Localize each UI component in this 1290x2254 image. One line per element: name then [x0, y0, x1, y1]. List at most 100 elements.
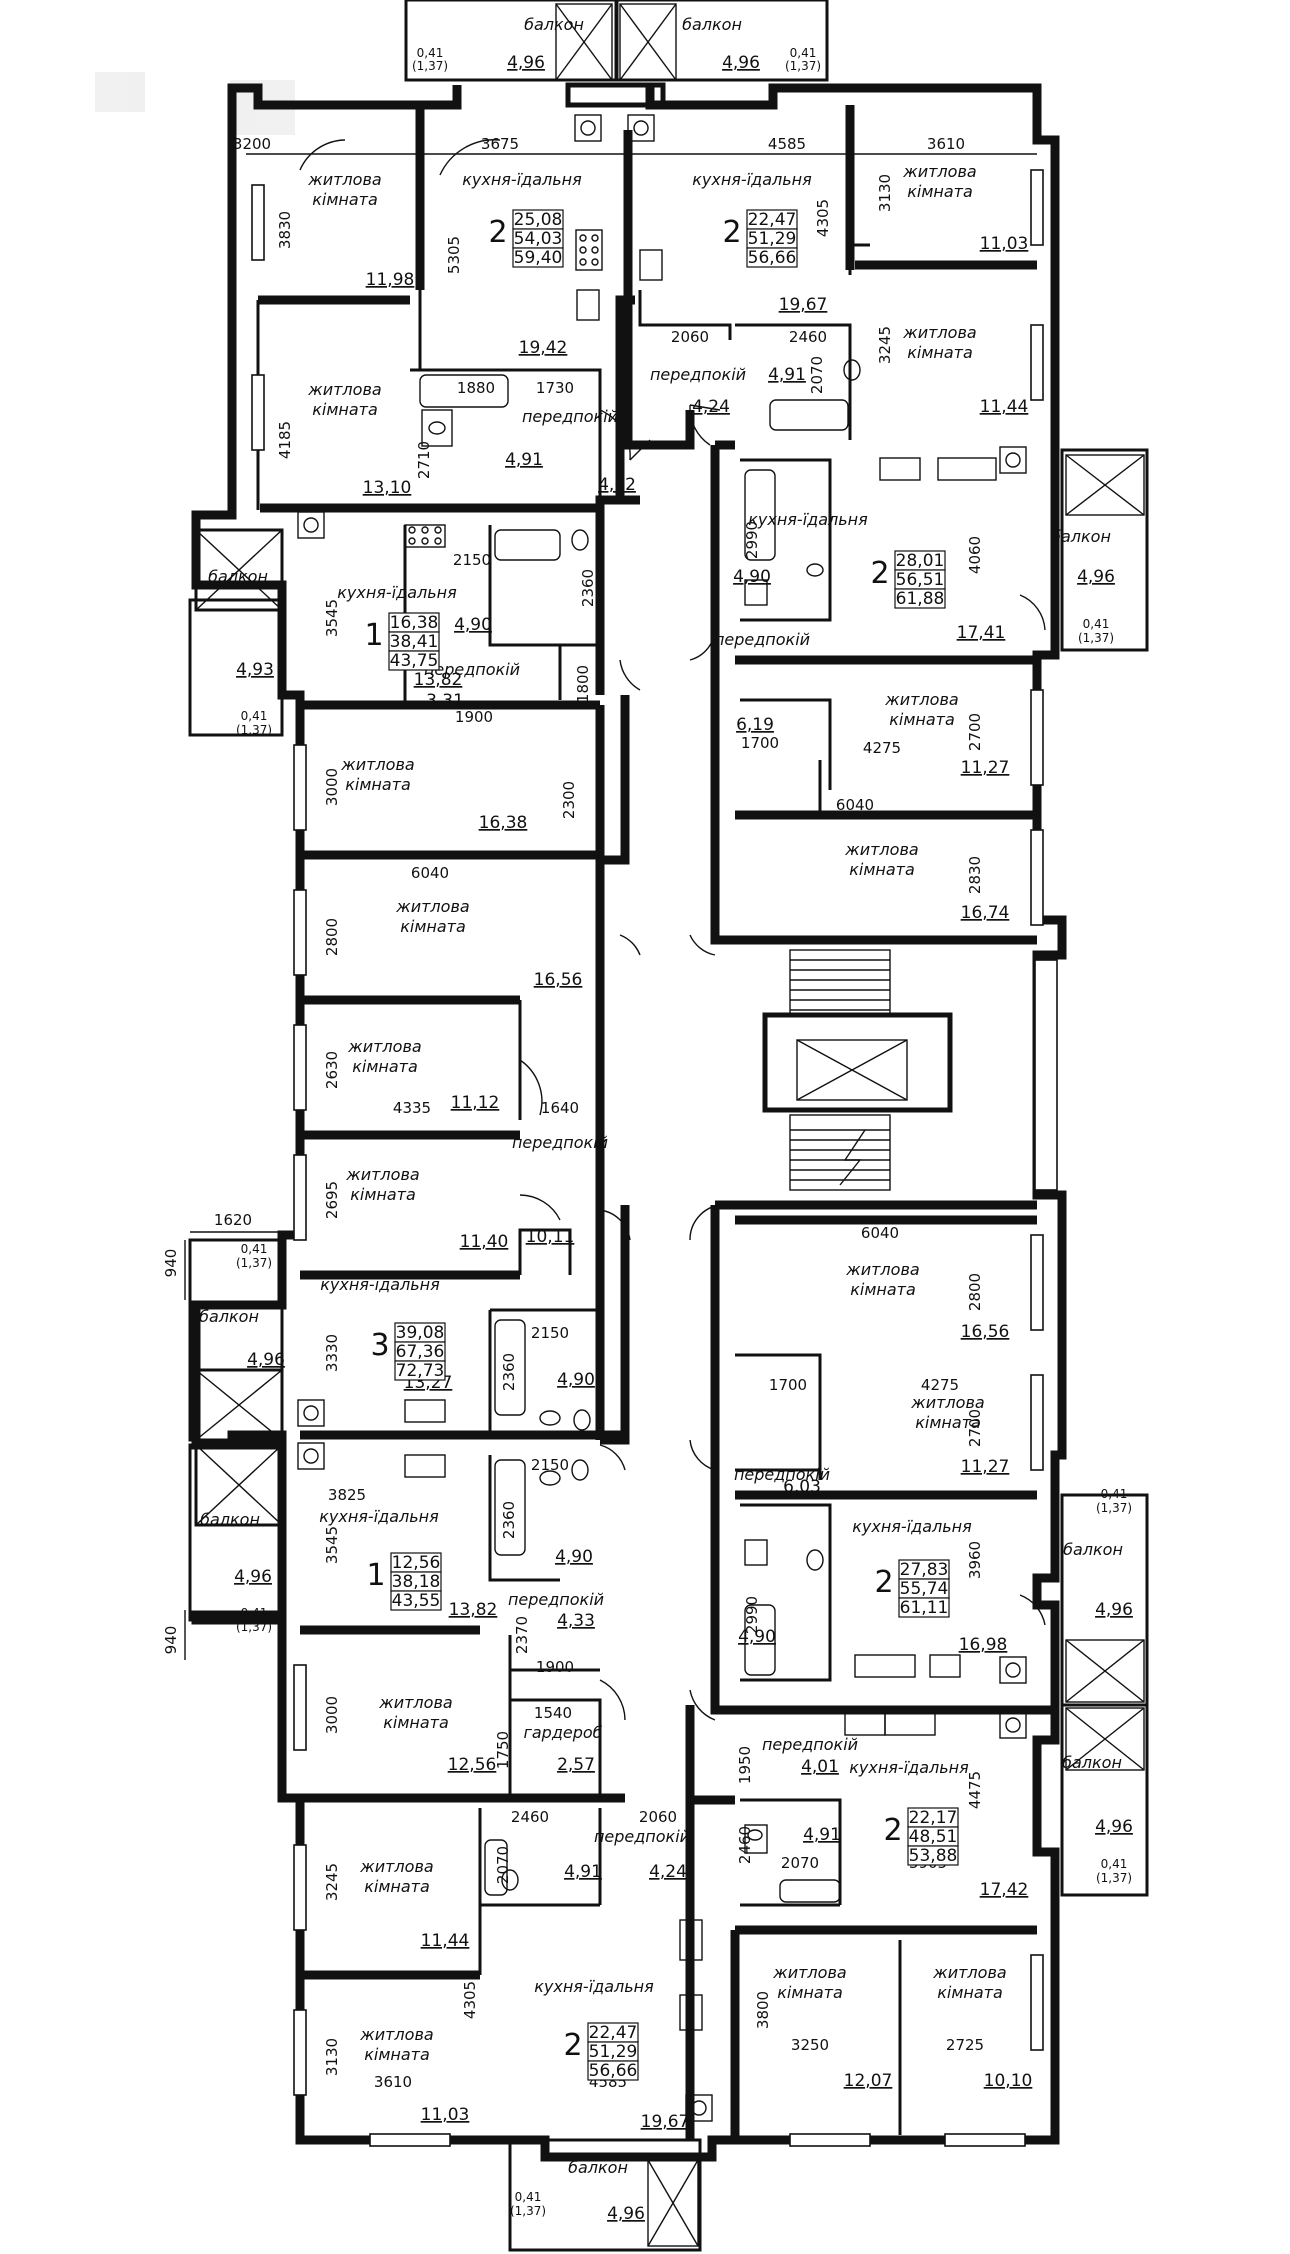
- plan-label-t062: 11,27: [961, 758, 1010, 778]
- dimension-label-v05: 4305: [814, 199, 832, 237]
- apartment-area-total_b: 43,75: [390, 651, 439, 671]
- balcony-west-2: [188, 1238, 284, 1442]
- plan-label-t073: кімната: [400, 917, 466, 936]
- plan-label-t112: 4,96: [234, 1567, 272, 1587]
- plan-label-t150: 2060: [639, 1808, 677, 1826]
- plan-label-t048: 1900: [455, 708, 493, 726]
- plan-label-t004: 3610: [927, 135, 965, 153]
- plan-label-t038: 11,44: [980, 397, 1029, 417]
- balcony-east-3: [1060, 1703, 1149, 1897]
- plan-label-t117: гардероб: [523, 1723, 602, 1742]
- plan-label-t132: кухня-їдальня: [849, 1758, 969, 1777]
- plan-label-t072: житлова: [395, 897, 469, 916]
- dimension-label-v10: 2360: [579, 569, 597, 607]
- plan-label-t001: 3200: [233, 135, 271, 153]
- plan-label-t029: 2460: [789, 328, 827, 346]
- apartment-area-living: 22,47: [589, 2023, 638, 2043]
- plan-label-t133: 4,91: [803, 1825, 841, 1845]
- plan-label-t018: 13,10: [363, 478, 412, 498]
- plan-label-t075: житлова: [347, 1037, 421, 1056]
- pillar-north: [565, 82, 666, 108]
- plan-label-t055: 4,90: [733, 567, 771, 587]
- shaft-west-1: [195, 529, 283, 611]
- dimension-label-v24: 2800: [966, 1273, 984, 1311]
- plan-label-t146: кімната: [937, 1983, 1003, 2002]
- apartment-room-count: 2: [870, 556, 889, 591]
- dimension-label-v34: 1950: [736, 1746, 754, 1784]
- stair-elevator-core: [762, 949, 953, 1191]
- plan-label-t155: кімната: [364, 1877, 430, 1896]
- plan-label-t106: 2150: [531, 1456, 569, 1474]
- plan-label-t101: кімната: [915, 1413, 981, 1432]
- plan-label-t147: 2725: [946, 2036, 984, 2054]
- plan-label-t128: 0,41: [1101, 1487, 1128, 1501]
- plan-label-t096: кімната: [850, 1280, 916, 1299]
- dimension-label-v14: 2990: [743, 521, 761, 559]
- dimension-label-v21: 3330: [323, 1334, 341, 1372]
- plan-label-t068: 4,96: [1077, 567, 1115, 587]
- plan-label-t140: (1,37): [1096, 1871, 1132, 1885]
- dimension-label-v22: 2360: [500, 1353, 518, 1391]
- plan-label-t139: 0,41: [1101, 1857, 1128, 1871]
- dimension-label-v38: 2070: [494, 1846, 512, 1884]
- apartment-area-living: 22,17: [909, 1808, 958, 1828]
- plan-label-t017: кімната: [312, 400, 378, 419]
- balcony-north-right: [615, 0, 829, 82]
- apartment-area-total: 54,03: [514, 229, 563, 249]
- plan-label-t118: 2,57: [557, 1755, 595, 1775]
- shaft-north-right: [619, 3, 677, 81]
- plan-label-t005: балкон: [524, 15, 584, 34]
- shaft-south: [647, 2159, 699, 2247]
- plan-label-t100: житлова: [910, 1393, 984, 1412]
- plan-label-t041: 0,41: [241, 709, 268, 723]
- plan-label-t114: (1,37): [236, 1620, 272, 1634]
- plan-label-t162: 11,03: [421, 2105, 470, 2125]
- plan-label-t088: 4,96: [247, 1350, 285, 1370]
- dimension-lines: [184, 153, 1037, 1660]
- plan-label-t030: передпокій: [650, 365, 746, 384]
- plan-label-t119: житлова: [378, 1693, 452, 1712]
- plan-label-t094: 6040: [861, 1224, 899, 1242]
- plan-label-t052: 16,38: [479, 813, 528, 833]
- dimension-label-v29: 940: [162, 1626, 180, 1655]
- apartment-area-box: [512, 247, 564, 268]
- plan-label-t136: 17,42: [980, 1880, 1029, 1900]
- plan-label-t046: передпокій: [424, 660, 520, 679]
- plan-label-t092: 4,90: [557, 1370, 595, 1390]
- dimension-label-v13: 2300: [560, 781, 578, 819]
- exterior-wall: [191, 83, 1067, 2162]
- plan-label-t064: житлова: [844, 840, 918, 859]
- plan-label-t084: 1620: [214, 1211, 252, 1229]
- plan-label-t080: передпокій: [512, 1133, 608, 1152]
- plan-label-t033: житлова: [902, 162, 976, 181]
- plan-label-t028: 2060: [671, 328, 709, 346]
- plan-label-t065: кімната: [849, 860, 915, 879]
- apartment-room-count: 1: [364, 618, 383, 653]
- dimension-label-v12: 3000: [323, 768, 341, 806]
- plan-label-t057: 6,19: [736, 715, 774, 735]
- dimension-label-v39: 4305: [461, 1981, 479, 2019]
- apartment-room-count: 3: [370, 1328, 389, 1363]
- plan-label-t099: 4275: [921, 1376, 959, 1394]
- dimension-label-v04: 2710: [415, 441, 433, 479]
- plan-label-t077: 4335: [393, 1099, 431, 1117]
- apartment-area-total_b: 53,88: [909, 1846, 958, 1866]
- plan-label-t113: 0,41: [241, 1606, 268, 1620]
- plan-label-t047: 3,31: [426, 691, 464, 711]
- dimension-label-v18: 2800: [323, 918, 341, 956]
- plan-label-t152: 4,91: [564, 1862, 602, 1882]
- dimension-label-v03: 5305: [445, 236, 463, 274]
- apartment-area-total: 51,29: [589, 2042, 638, 2062]
- apartment-area-living: 28,01: [896, 551, 945, 571]
- balcony-south: [508, 2138, 702, 2252]
- plan-label-t144: 12,07: [844, 2071, 893, 2091]
- plan-label-t087: балкон: [199, 1307, 259, 1326]
- balcony-west-3: [188, 1443, 284, 1622]
- plan-label-t156: 11,44: [421, 1931, 470, 1951]
- plan-label-t089: кухня-їдальня: [320, 1275, 440, 1294]
- balcony-west-1-shaft: [194, 528, 284, 612]
- plan-label-t043: кухня-їдальня: [337, 583, 457, 602]
